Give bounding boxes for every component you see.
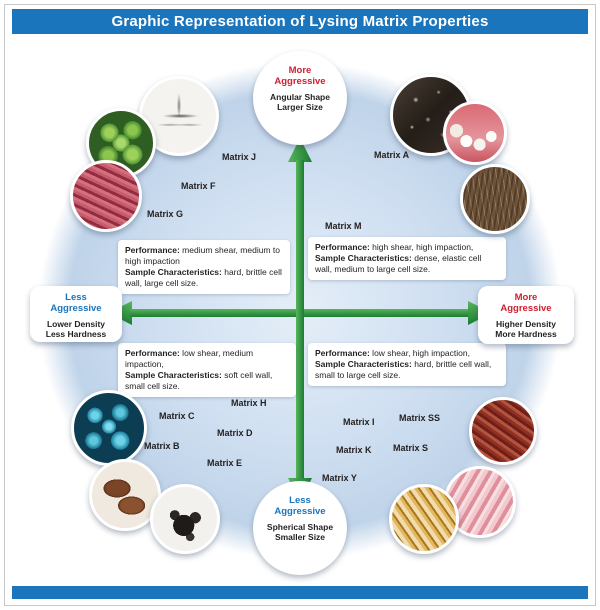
performance-line: Performance: medium shear, medium to hig… — [125, 245, 283, 267]
aggressiveness-label-left: Less Aggressive — [50, 292, 102, 314]
vertical-axis-arrow — [288, 138, 312, 502]
aggressiveness-label-right: More Aggressive — [500, 292, 552, 314]
performance-text: high shear, high impaction, — [369, 242, 474, 252]
axis-node-top: More Aggressive Angular Shape Larger Siz… — [253, 51, 347, 145]
matrix-label-g: Matrix G — [147, 209, 184, 219]
photo-black-seeds — [150, 484, 220, 554]
quadrant-info-bottom-left: Performance: low shear, medium impaction… — [118, 343, 296, 398]
sample-label: Sample Characteristics: — [315, 253, 412, 264]
quadrant-info-bottom-right: Performance: low shear, high impaction, … — [308, 343, 506, 387]
matrix-label-ss: Matrix SS — [399, 413, 441, 423]
axis-desc-left-1: Lower Density — [46, 318, 106, 329]
quadrant-info-top-right: Performance: high shear, high impaction,… — [308, 237, 506, 281]
sample-text: hard, brittle cell wall, large cell size… — [125, 267, 282, 289]
performance-line: Performance: low shear, high impaction, — [315, 348, 499, 359]
sample-line: Sample Characteristics: dense, elastic c… — [315, 253, 499, 275]
performance-text: medium shear, medium to high impaction — [125, 245, 280, 267]
axis-desc-bottom-2: Smaller Size — [274, 532, 326, 543]
axis-node-right: More Aggressive Higher Density More Hard… — [478, 286, 574, 344]
matrix-label-b: Matrix B — [144, 441, 180, 451]
matrix-label-a: Matrix A — [374, 150, 410, 160]
matrix-label-y: Matrix Y — [322, 473, 357, 483]
photo-wheat-grain — [389, 484, 459, 554]
matrix-label-k: Matrix K — [336, 445, 372, 455]
sample-text: soft cell wall, small cell size. — [125, 370, 273, 392]
axis-desc-top-2: Larger Size — [277, 102, 323, 113]
performance-text: low shear, high impaction, — [369, 348, 470, 358]
photo-kidney-tissue — [89, 459, 161, 531]
sample-line: Sample Characteristics: soft cell wall, … — [125, 370, 289, 392]
matrix-label-e: Matrix E — [207, 458, 243, 468]
matrix-label-f: Matrix F — [181, 181, 216, 191]
photo-teeth — [443, 101, 507, 165]
matrix-label-d: Matrix D — [217, 428, 253, 438]
axis-node-left: Less Aggressive Lower Density Less Hardn… — [30, 286, 122, 342]
matrix-label-m: Matrix M — [325, 221, 362, 231]
quadrant-info-top-left: Performance: medium shear, medium to hig… — [118, 240, 290, 295]
axis-desc-right-1: Higher Density — [496, 318, 556, 329]
photo-fibrous-soil — [460, 164, 530, 234]
photo-blue-cells — [71, 390, 147, 466]
sample-label: Sample Characteristics: — [125, 370, 222, 381]
title-bar: Graphic Representation of Lysing Matrix … — [12, 9, 588, 34]
axis-desc-top-1: Angular Shape — [270, 91, 330, 102]
matrix-label-h: Matrix H — [231, 398, 267, 408]
axis-desc-right-2: More Hardness — [495, 329, 557, 340]
performance-label: Performance: — [315, 242, 370, 252]
photo-muscle-tissue — [469, 397, 537, 465]
footer-bar — [12, 586, 588, 599]
matrix-label-j: Matrix J — [222, 152, 257, 162]
axis-node-bottom: Less Aggressive Spherical Shape Smaller … — [253, 481, 347, 575]
performance-line: Performance: high shear, high impaction, — [315, 242, 499, 253]
page-title: Graphic Representation of Lysing Matrix … — [111, 13, 489, 30]
performance-label: Performance: — [125, 348, 180, 358]
sample-text: hard, brittle cell wall, small to large … — [315, 359, 492, 381]
photo-coral-red-tissue — [70, 160, 142, 232]
sample-line: Sample Characteristics: hard, brittle ce… — [315, 359, 499, 381]
performance-line: Performance: low shear, medium impaction… — [125, 348, 289, 370]
matrix-label-c: Matrix C — [159, 411, 195, 421]
axis-desc-bottom-1: Spherical Shape — [266, 521, 334, 532]
sample-text: dense, elastic cell wall, medium to larg… — [315, 253, 482, 275]
sample-label: Sample Characteristics: — [125, 267, 222, 278]
performance-label: Performance: — [125, 245, 180, 255]
matrix-label-i: Matrix I — [343, 417, 375, 427]
performance-text: low shear, medium impaction, — [125, 348, 254, 370]
performance-label: Performance: — [315, 348, 370, 358]
axis-desc-left-2: Less Hardness — [45, 329, 107, 340]
matrix-label-s: Matrix S — [393, 443, 429, 453]
sample-label: Sample Characteristics: — [315, 359, 412, 370]
aggressiveness-label-bottom: Less Aggressive — [274, 495, 326, 517]
aggressiveness-label-top: More Aggressive — [274, 65, 326, 87]
sample-line: Sample Characteristics: hard, brittle ce… — [125, 267, 283, 289]
